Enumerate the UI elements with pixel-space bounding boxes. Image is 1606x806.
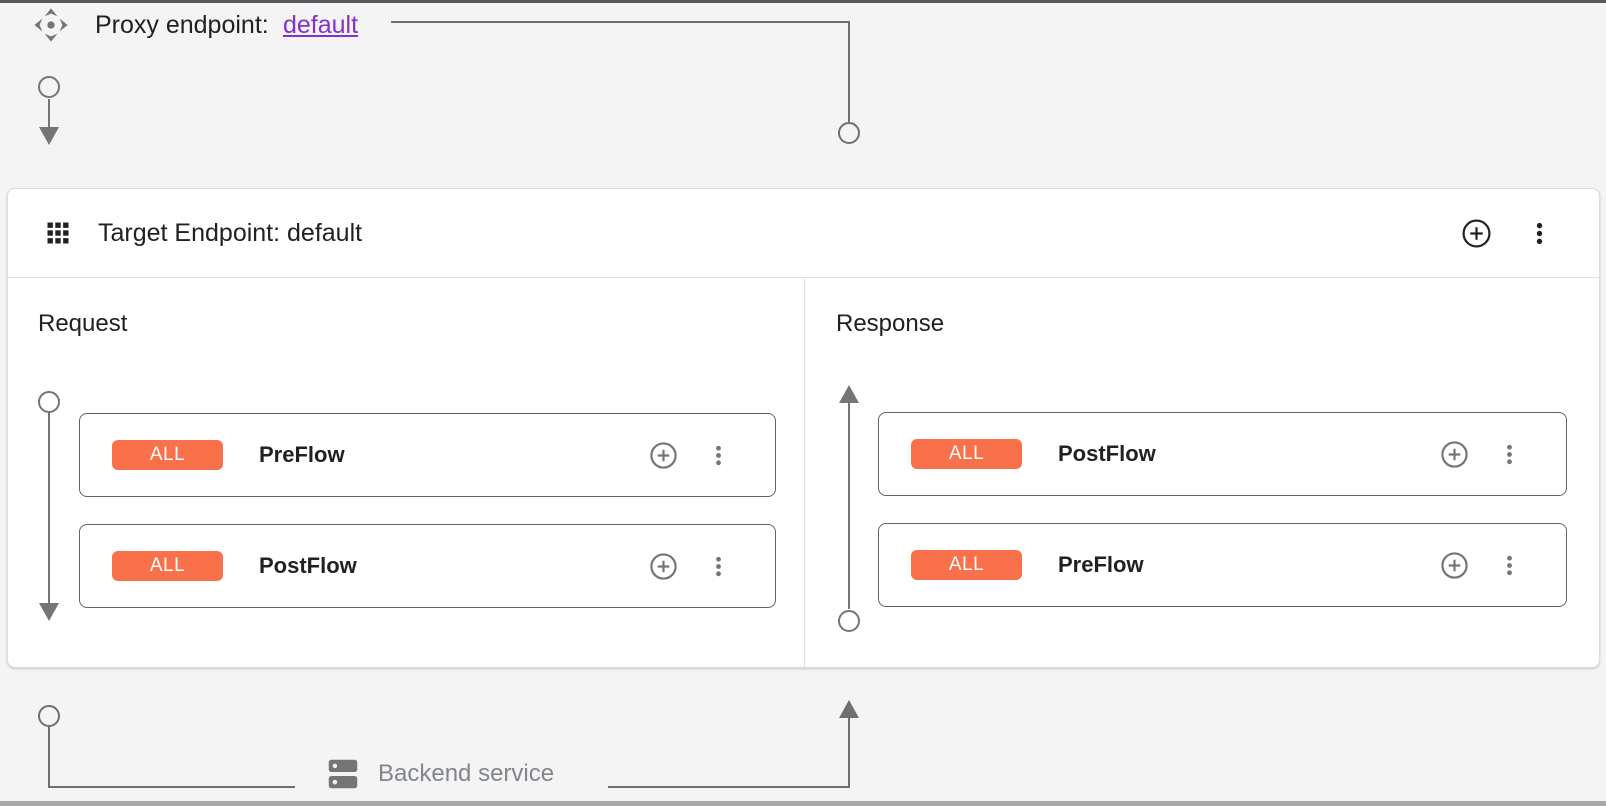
connector-line <box>48 99 50 127</box>
flow-card-request-preflow[interactable]: ALL PreFlow <box>79 413 776 497</box>
connector-line <box>48 786 295 788</box>
target-endpoint-header: Target Endpoint: default <box>8 189 1599 278</box>
add-policy-button[interactable] <box>649 441 678 470</box>
flow-menu-button[interactable] <box>706 443 731 468</box>
flow-menu-button[interactable] <box>1497 553 1522 578</box>
flow-name: PreFlow <box>259 442 345 467</box>
top-border <box>0 0 1606 3</box>
connector-line <box>608 786 850 788</box>
connector-line <box>48 413 50 603</box>
arrow-up-icon <box>839 700 859 718</box>
arrow-down-icon <box>39 127 59 145</box>
condition-badge: ALL <box>112 551 223 581</box>
connector-endpoint-circle <box>38 705 60 727</box>
proxy-endpoint-link[interactable]: default <box>283 11 359 39</box>
grid-icon <box>47 222 69 244</box>
add-policy-button[interactable] <box>649 552 678 581</box>
proxy-endpoint-label: Proxy endpoint: <box>95 11 269 39</box>
flow-name: PostFlow <box>1058 441 1156 466</box>
connector-line <box>848 403 850 609</box>
connector-endpoint-circle <box>38 76 60 98</box>
connector-endpoint-circle <box>838 610 860 632</box>
response-panel-label: Response <box>836 310 945 337</box>
arrow-up-icon <box>839 385 859 403</box>
connector-endpoint-circle <box>838 122 860 144</box>
proxy-endpoint-icon <box>34 8 68 42</box>
flow-menu-button[interactable] <box>1497 442 1522 467</box>
kebab-menu-icon[interactable] <box>1526 220 1553 247</box>
condition-badge: ALL <box>911 550 1022 580</box>
condition-badge: ALL <box>911 439 1022 469</box>
connector-line <box>391 21 850 23</box>
condition-badge: ALL <box>112 440 223 470</box>
bottom-border <box>0 801 1606 806</box>
flow-menu-button[interactable] <box>706 554 731 579</box>
connector-endpoint-circle <box>38 391 60 413</box>
flow-card-request-postflow[interactable]: ALL PostFlow <box>79 524 776 608</box>
flow-name: PostFlow <box>259 553 357 578</box>
flow-name: PreFlow <box>1058 552 1144 577</box>
flow-card-response-preflow[interactable]: ALL PreFlow <box>878 523 1567 607</box>
connector-line <box>848 21 850 122</box>
dns-server-icon <box>328 759 358 789</box>
panel-divider <box>804 278 805 667</box>
connector-line <box>848 718 850 787</box>
target-endpoint-title: Target Endpoint: default <box>98 218 363 247</box>
connector-line <box>48 727 50 787</box>
arrow-down-icon <box>39 603 59 621</box>
backend-service-label: Backend service <box>378 760 555 787</box>
add-policy-button[interactable] <box>1440 551 1469 580</box>
flow-card-response-postflow[interactable]: ALL PostFlow <box>878 412 1567 496</box>
add-circle-icon[interactable] <box>1461 218 1492 249</box>
add-policy-button[interactable] <box>1440 440 1469 469</box>
request-panel-label: Request <box>38 310 128 337</box>
